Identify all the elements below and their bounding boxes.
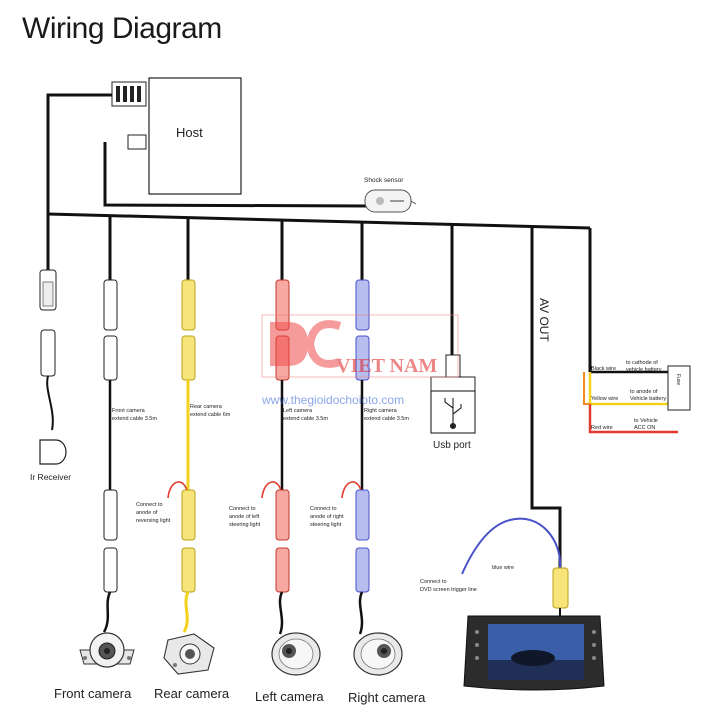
reversing-note-1: Connect to xyxy=(136,502,163,508)
right-steering-note-3: steering light xyxy=(310,522,342,528)
right-cable-label-1: Right camera xyxy=(364,408,398,414)
front-cable-label-2: extend cable 3.5m xyxy=(112,416,157,422)
black-note-2: vehicle battery xyxy=(626,367,662,373)
rear-camera-label: Rear camera xyxy=(154,686,230,701)
shock-sensor: Shock sensor xyxy=(364,177,417,213)
black-note-1: to cathode of xyxy=(626,360,658,366)
av-out-label: AV OUT xyxy=(537,298,551,342)
right-cable-label-2: extend cable 3.5m xyxy=(364,416,409,422)
left-camera-label: Left camera xyxy=(255,689,324,704)
shock-sensor-label: Shock sensor xyxy=(364,177,404,184)
left-steering-note-3: steering light xyxy=(229,522,261,528)
black-wire-label: Black wire xyxy=(591,366,616,372)
right-steering-note-1: Connect to xyxy=(310,506,337,512)
watermark-url: www.thegioidochoioto.com xyxy=(261,393,404,407)
left-camera-body xyxy=(271,632,321,676)
usb-port-label: Usb port xyxy=(433,440,471,451)
left-cable-label-2: extend cable 3.5m xyxy=(283,416,328,422)
watermark: VIET NAM www.thegioidochoioto.com xyxy=(261,314,459,407)
front-camera-cable: Front camera extend cable 3.5m xyxy=(102,279,157,633)
power-wiring: Fuse Black wire to cathode of vehicle ba… xyxy=(583,360,691,434)
left-steering-note-1: Connect to xyxy=(229,506,256,512)
rear-cable-label-1: Rear camera xyxy=(190,404,223,410)
main-harness xyxy=(46,93,592,568)
dvd-note-1: Connect to xyxy=(420,579,447,585)
blue-wire-label: blue wire xyxy=(492,565,514,571)
diagram-title: Wiring Diagram xyxy=(22,12,222,45)
right-steering-note-2: anode of right xyxy=(310,514,344,520)
yellow-wire-label: Yellow wire xyxy=(591,396,618,402)
usb-port: Usb port xyxy=(430,354,476,451)
reversing-note-3: reversing light xyxy=(136,518,171,524)
red-wire-label: Red wire xyxy=(591,425,613,431)
front-camera-body xyxy=(79,632,135,668)
front-cable-label-1: Front camera xyxy=(112,408,146,414)
red-note-1: to Vehicle xyxy=(634,418,658,424)
right-camera-cable: Right camera extend cable 3.5m Connect t… xyxy=(310,279,409,635)
yellow-note-2: Vehicle battery xyxy=(630,396,666,402)
dvd-head-unit xyxy=(463,615,605,691)
right-camera-label: Right camera xyxy=(348,690,426,705)
left-cable-label-1: Left camera xyxy=(283,408,313,414)
ir-receiver-label: Ir Receiver xyxy=(30,472,71,482)
watermark-brand: VIET NAM xyxy=(336,355,437,377)
rear-camera-cable: Rear camera extend cable 6m Connect to a… xyxy=(136,279,231,633)
right-camera-body xyxy=(353,632,403,676)
host-label: Host xyxy=(176,125,203,140)
fuse-label: Fuse xyxy=(675,374,681,385)
red-note-2: ACC ON xyxy=(634,425,655,431)
rear-cable-label-2: extend cable 6m xyxy=(190,412,231,418)
left-camera-cable: Left camera extend cable 3.5m Connect to… xyxy=(229,279,328,635)
reversing-note-2: anode of xyxy=(136,510,158,516)
front-camera-label: Front camera xyxy=(54,686,132,701)
dvd-note-2: DVD screen trigger line xyxy=(420,587,477,593)
yellow-note-1: to anode of xyxy=(630,389,658,395)
host-unit: Host xyxy=(111,77,242,195)
rear-camera-body xyxy=(163,633,215,675)
dvd-connection: blue wire Connect to DVD screen trigger … xyxy=(420,517,569,618)
ir-receiver: Ir Receiver xyxy=(30,269,71,482)
left-steering-note-2: anode of left xyxy=(229,514,260,520)
